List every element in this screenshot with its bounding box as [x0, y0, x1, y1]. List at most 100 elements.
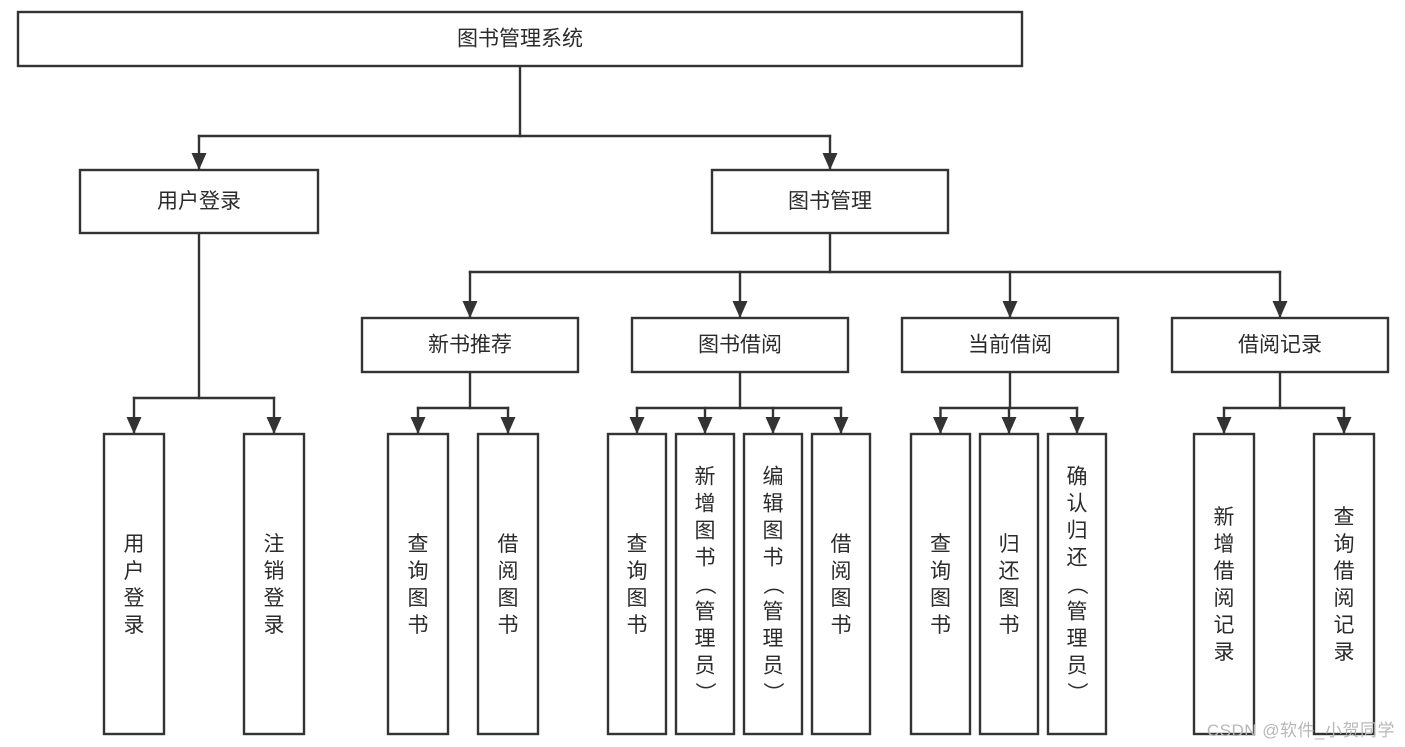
node-bookmgmt[interactable]: 图书管理: [710, 168, 950, 235]
arrow-head-icon: [697, 417, 713, 434]
node-label-char: ）: [761, 682, 784, 703]
node-label-char: 录: [124, 614, 145, 637]
node-label-char: 图: [930, 587, 951, 610]
node-label-char: 用: [124, 533, 145, 556]
node-label-char: 书: [763, 547, 784, 570]
node-label-char: 理: [763, 628, 784, 651]
node-label-char: 记: [1334, 614, 1355, 637]
node-box: [909, 432, 972, 736]
node-label-char: 新: [695, 466, 716, 489]
node-label-char: 录: [1334, 641, 1355, 664]
arrow-head-icon: [126, 417, 142, 434]
node-label: 新书推荐: [428, 334, 512, 357]
arrow-head-icon: [933, 417, 948, 434]
node-box: [742, 432, 804, 736]
node-label-char: 询: [930, 560, 951, 583]
arrow-head-icon: [765, 417, 781, 434]
node-label-char: ）: [1065, 682, 1088, 703]
node-label-char: 阅: [498, 560, 519, 583]
node-box: [242, 432, 306, 736]
node-label-char: 阅: [1214, 587, 1235, 610]
node-label-char: 确: [1067, 466, 1088, 489]
node-label-char: 管: [763, 601, 784, 624]
node-label-char: 归: [999, 533, 1020, 556]
node-label-char: 借: [1334, 560, 1355, 583]
node-label-char: 员: [695, 655, 716, 678]
node-box: [810, 432, 872, 736]
arrow-head-icon: [1069, 417, 1085, 434]
node-label-char: 管: [1067, 601, 1088, 624]
node-box: [386, 432, 450, 736]
node-login[interactable]: 用户登录: [78, 168, 320, 235]
node-box: [674, 432, 736, 736]
node-label-char: 理: [1067, 628, 1088, 651]
node-label-char: 编: [763, 466, 784, 489]
node-records[interactable]: 借阅记录: [1170, 316, 1390, 374]
node-label-char: 询: [408, 560, 429, 583]
node-label-char: 理: [695, 628, 716, 651]
node-label-char: 记: [1214, 614, 1235, 637]
arrow-head-icon: [1336, 417, 1352, 434]
arrow-head-icon: [1002, 301, 1018, 318]
node-box: [16, 10, 1024, 68]
node-label: 图书借阅: [698, 334, 782, 357]
node-label-char: 询: [627, 560, 648, 583]
node-box: [102, 432, 166, 736]
node-label-char: 增: [695, 493, 716, 516]
node-label-char: 销: [264, 560, 285, 583]
node-newbook[interactable]: 新书推荐: [360, 316, 580, 374]
node-label-char: 录: [1214, 641, 1235, 664]
node-current[interactable]: 当前借阅: [900, 316, 1120, 374]
node-label-char: 查: [627, 533, 648, 556]
node-borrow[interactable]: 图书借阅: [630, 316, 850, 374]
arrow-head-icon: [822, 153, 838, 170]
node-label-char: 注: [264, 533, 285, 556]
arrow-head-icon: [833, 417, 849, 434]
node-root[interactable]: 图书管理系统: [16, 10, 1024, 68]
node-label-char: （: [761, 574, 784, 595]
arrow-head-icon: [629, 417, 645, 434]
node-label-char: 还: [1067, 547, 1088, 570]
node-label: 图书管理: [788, 190, 872, 213]
node-box: [1046, 432, 1108, 736]
node-label-char: 增: [1214, 533, 1235, 556]
node-label: 当前借阅: [968, 334, 1052, 357]
node-label-char: 阅: [831, 560, 852, 583]
arrow-head-icon: [500, 417, 516, 434]
node-label-char: 登: [264, 587, 285, 610]
node-label-char: 登: [124, 587, 145, 610]
node-label-char: 书: [930, 614, 951, 637]
node-box: [978, 432, 1040, 736]
node-box: [1312, 432, 1376, 736]
node-label-char: 图: [695, 520, 716, 543]
node-label: 借阅记录: [1238, 334, 1322, 357]
node-label-char: 书: [627, 614, 648, 637]
node-label-char: （: [693, 574, 716, 595]
node-label-char: 归: [1067, 520, 1088, 543]
arrow-head-icon: [462, 301, 478, 318]
node-label-char: 借: [1214, 560, 1235, 583]
node-label-char: 书: [999, 614, 1020, 637]
node-login-in[interactable]: 用户登录: [102, 432, 166, 736]
node-label-char: 书: [831, 614, 852, 637]
node-label-char: 员: [763, 655, 784, 678]
node-box: [606, 432, 668, 736]
arrow-head-icon: [266, 417, 282, 434]
arrow-head-icon: [732, 301, 748, 318]
node-label-char: 查: [930, 533, 951, 556]
nodes-layer: 图书管理系统用户登录图书管理新书推荐图书借阅当前借阅借阅记录用户登录注销登录查询…: [16, 10, 1390, 736]
